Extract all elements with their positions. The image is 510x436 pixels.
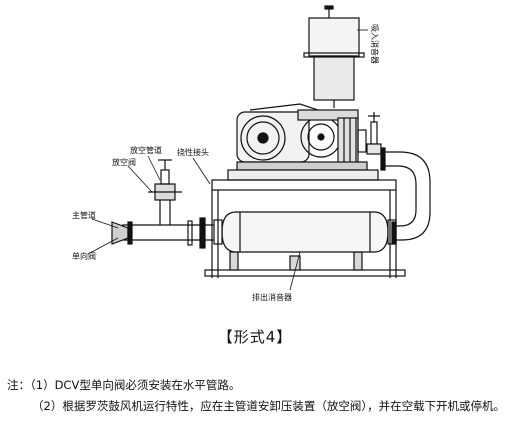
vent-valve (148, 159, 182, 225)
label-vent-valve: 放空阀 (112, 157, 136, 167)
inlet-muffler (303, 5, 365, 108)
label-inlet-muffler: 吸入消音器 (370, 24, 380, 64)
label-discharge-muffler: 排出消音器 (252, 292, 292, 302)
base-frame (204, 179, 406, 278)
blower-installation-diagram: 吸入消音器 放空管道 放空阀 挠性接头 主管道 单向阀 排出消音器 (72, 5, 431, 302)
relief-valve (366, 112, 382, 155)
note-line-2: （2）根据罗茨鼓风机运行特性，应在主管道安卸压装置（放空阀），并在空载下开机或停… (32, 399, 506, 413)
label-check-valve: 单向阀 (72, 251, 96, 261)
notes: 注：（1）DCV型单向阀必须安装在水平管路。 （2）根据罗茨鼓风机运行特性，应在… (7, 375, 507, 417)
leader-lines (87, 29, 368, 291)
labels: 吸入消音器 放空管道 放空阀 挠性接头 主管道 单向阀 排出消音器 (72, 24, 380, 302)
discharge-muffler (213, 211, 397, 253)
label-main-pipe: 主管道 (72, 210, 96, 220)
label-flex-joint: 挠性接头 (177, 147, 209, 157)
main-pipe (122, 217, 214, 249)
label-vent-pipe: 放空管道 (130, 145, 162, 155)
figure-caption: 【形式4】 (217, 328, 293, 346)
note-line-1: 注：（1）DCV型单向阀必须安装在水平管路。 (7, 378, 241, 392)
blower-unit (227, 103, 379, 181)
check-valve (111, 221, 133, 245)
